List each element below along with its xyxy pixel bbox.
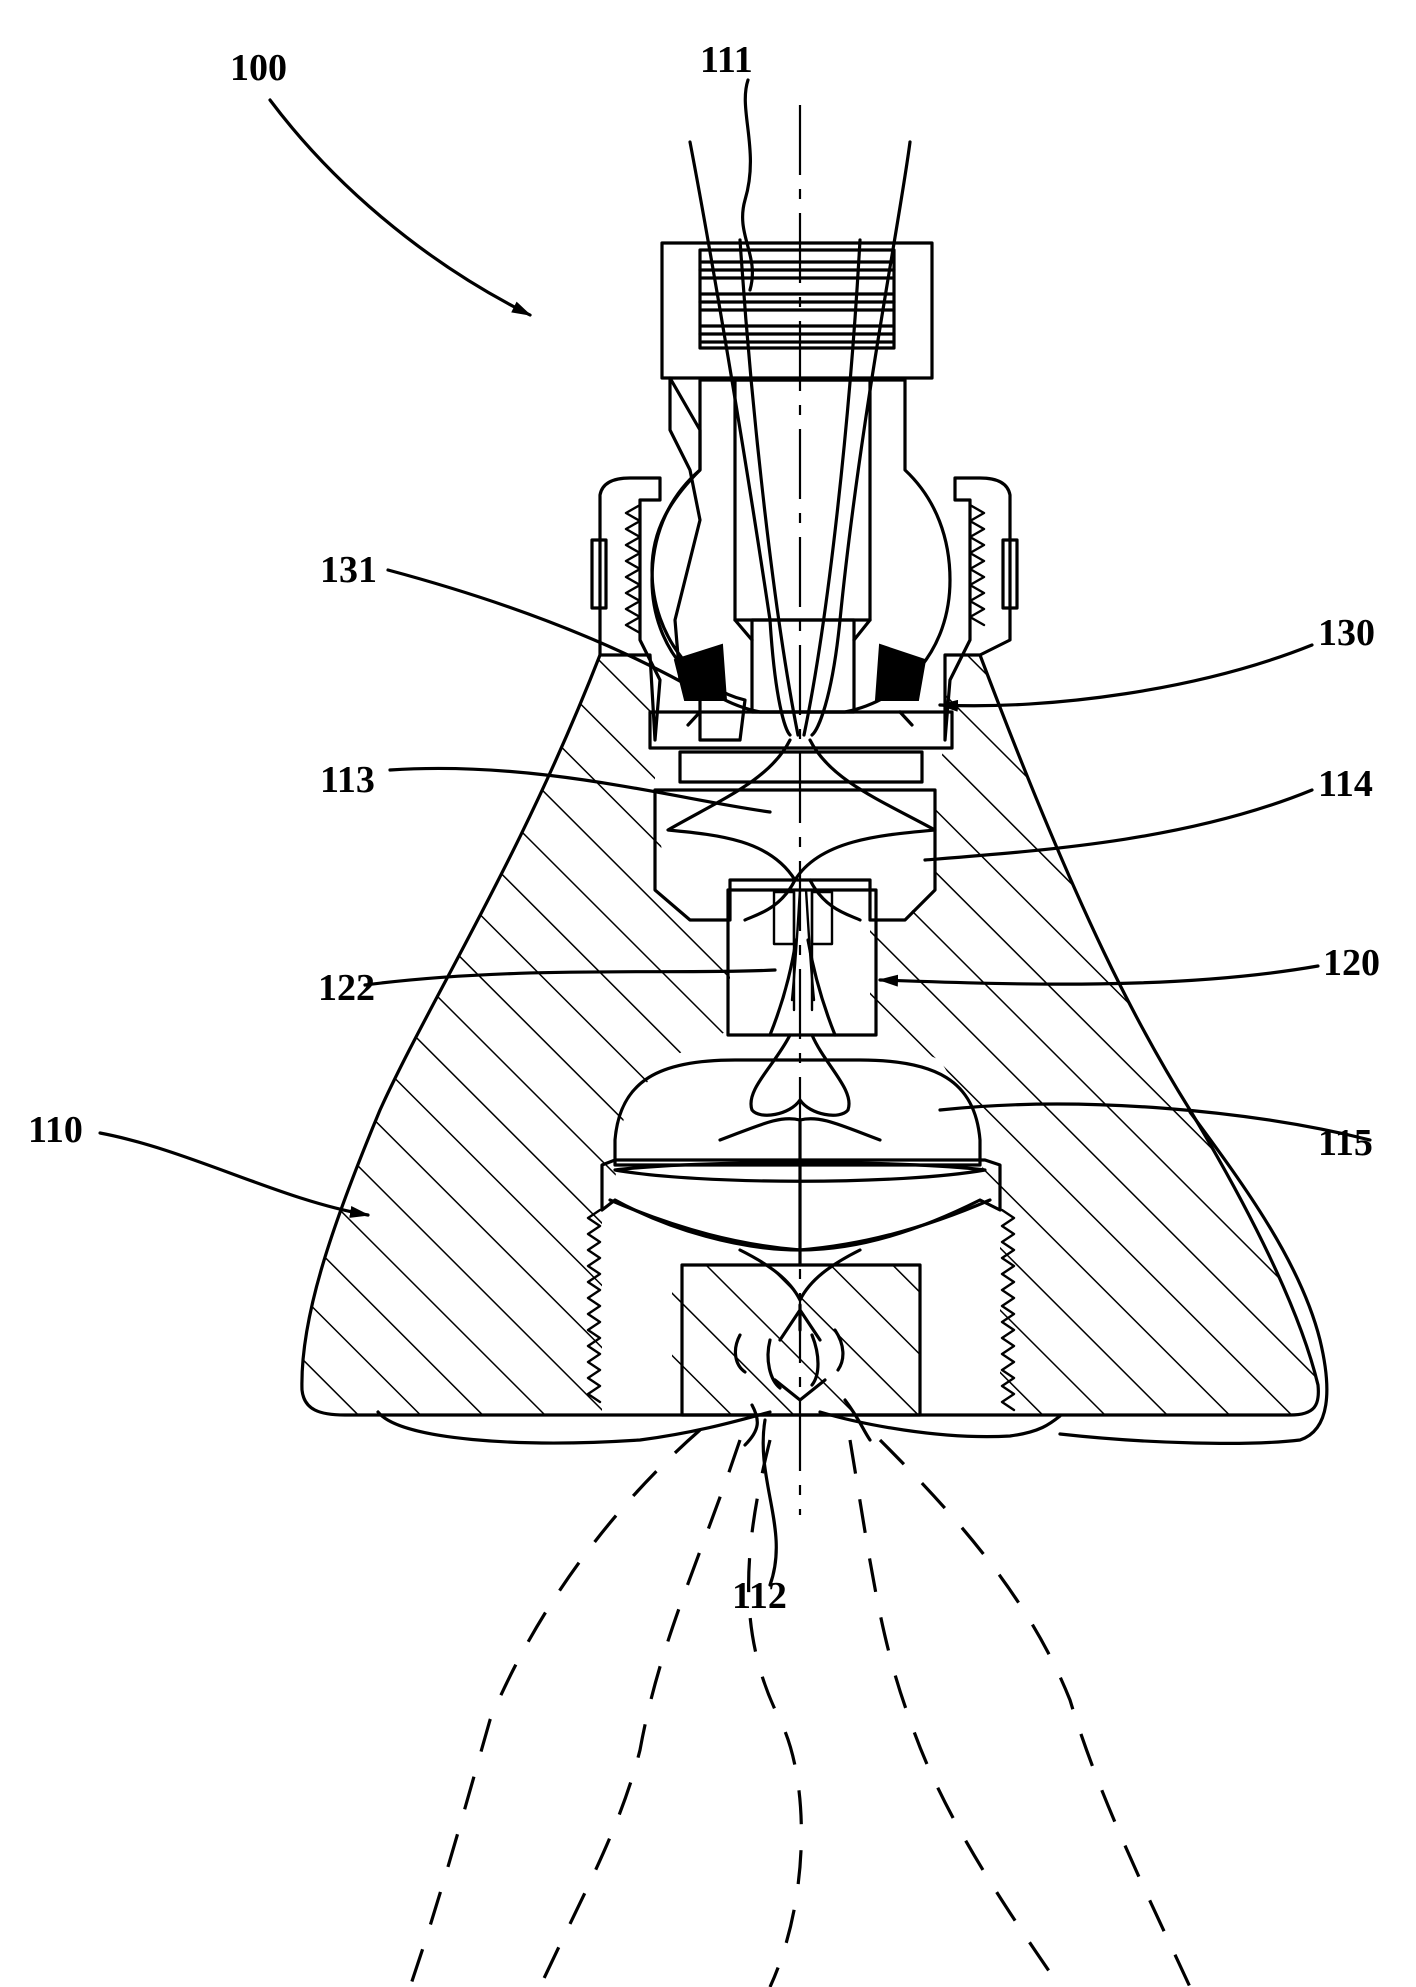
label-112: 112: [732, 1575, 787, 1617]
leader-lines: [98, 78, 1372, 1587]
label-115: 115: [1318, 1122, 1373, 1164]
reference-labels: 100 111 131 130 113 114 122 120 110 115 …: [28, 39, 1380, 1617]
label-100: 100: [230, 47, 287, 89]
label-120: 120: [1323, 942, 1380, 984]
nozzle-body-110: [300, 653, 1329, 1445]
label-131: 131: [320, 549, 377, 591]
insert-120: [726, 888, 878, 1037]
inflow-streamlines: [666, 140, 937, 1447]
label-114: 114: [1318, 763, 1373, 805]
label-113: 113: [320, 759, 375, 801]
label-111: 111: [700, 39, 753, 81]
label-122: 122: [318, 967, 375, 1009]
label-110: 110: [28, 1109, 83, 1151]
internal-bores: [586, 788, 1016, 1417]
spray-pattern: [408, 1428, 1192, 1987]
label-130: 130: [1318, 612, 1375, 654]
